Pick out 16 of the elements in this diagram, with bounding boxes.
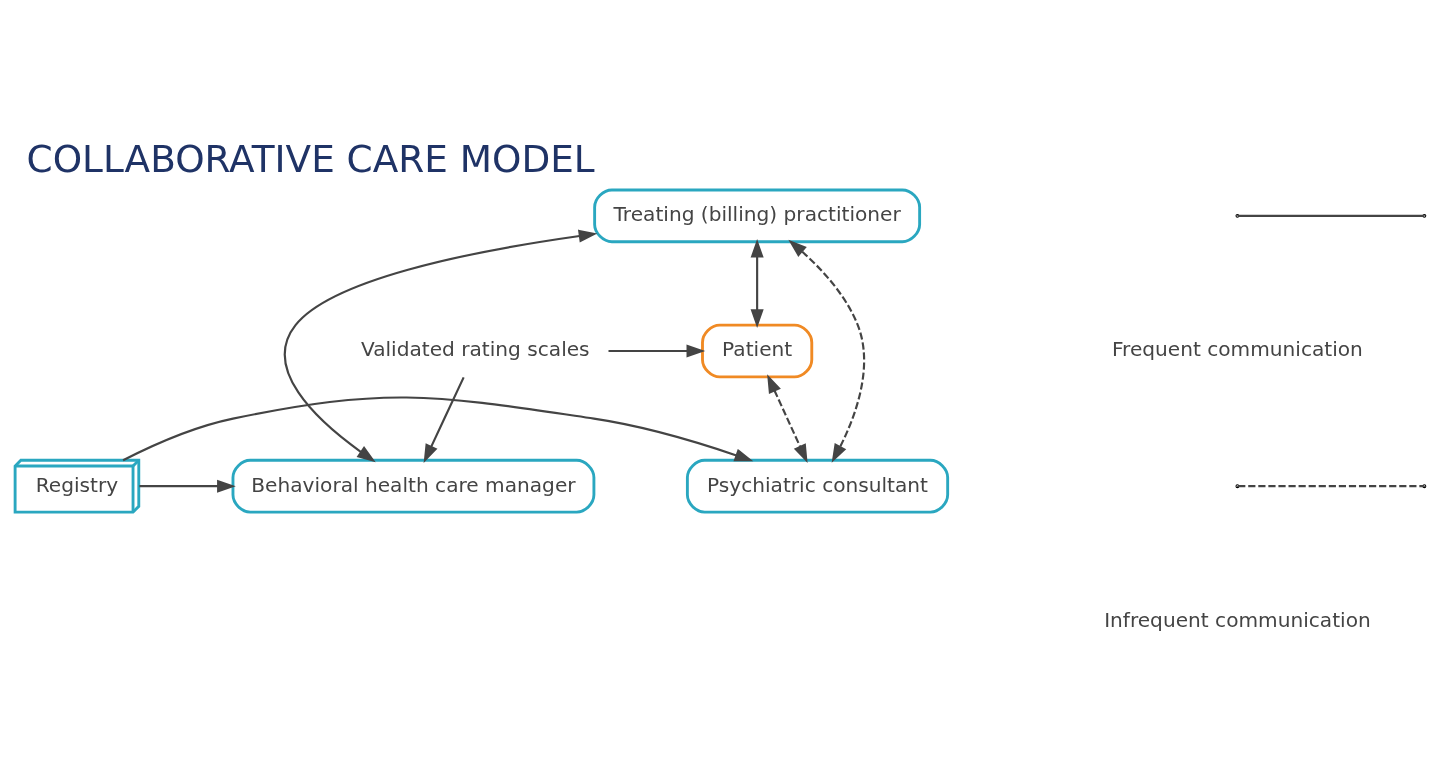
node-box: Psychiatric consultant [685,458,950,513]
node-text: Validated rating scales [360,336,590,361]
diagram-title: COLLABORATIVE CARE MODEL [26,136,595,181]
legend-label: Infrequent communication [1104,607,1371,632]
arrow [788,239,866,463]
node-box: Patient [701,323,814,378]
node-box: Treating (billing) practitioner [593,188,922,243]
arrow [139,479,236,493]
arrow [767,373,808,463]
arrow [608,343,706,358]
arrow [423,376,465,463]
arrow [750,238,764,328]
legend-label: Frequent communication [1111,336,1363,361]
node-box: Behavioral health care manager [231,458,596,513]
arrow [122,396,754,461]
arrow [283,229,598,462]
